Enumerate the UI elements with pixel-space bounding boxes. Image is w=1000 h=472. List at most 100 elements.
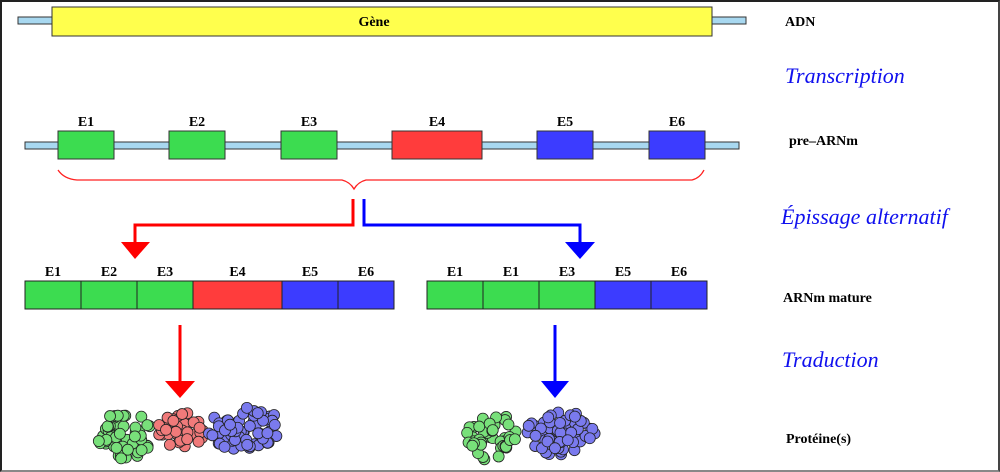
pre-mrna-exon-e5: [536, 130, 594, 160]
protein-domain-blue-residue: [561, 434, 574, 447]
step-transcription: Transcription: [785, 63, 905, 88]
mature-exon-label: E6: [671, 265, 687, 280]
pre-mrna-exon-e1: [57, 130, 115, 160]
pre-mrna-exon-label: E6: [669, 115, 685, 130]
red-translation-arrowhead: [165, 381, 195, 398]
mature-mrna-left: E1 E2 E3 E4 E5 E6: [24, 265, 395, 310]
pre-mrna-exon-label: E1: [78, 115, 94, 130]
dna-row: Gène: [17, 6, 747, 37]
protein-domain-green-residue: [110, 441, 123, 454]
mature-exon-e1: [426, 280, 484, 310]
protein-domain-green-residue: [101, 420, 114, 433]
mature-exon-e6: [337, 280, 395, 310]
protein-domain-blue-residue: [541, 435, 554, 448]
protein-domain-blue-residue: [206, 429, 219, 442]
pre-mrna-exon-label: E4: [429, 115, 445, 130]
pre-mrna-exon-label: E3: [301, 115, 317, 130]
red-arrowhead: [121, 242, 150, 259]
pre-mrna-label: pre–ARNm: [789, 134, 858, 149]
protein-domain-blue-residue: [568, 410, 581, 423]
mature-exon-label: E6: [358, 265, 374, 280]
protein-domain-green-residue: [466, 439, 479, 452]
protein-domain-red-residue: [193, 421, 206, 434]
pre-mrna-exon-e4: [391, 130, 483, 160]
protein-domain-green-residue: [492, 450, 505, 463]
protein-domain-red-residue: [192, 435, 205, 448]
protein-domain-red-residue: [181, 433, 194, 446]
mature-exon-label: E2: [101, 265, 117, 280]
protein-domain-blue-residue: [218, 440, 231, 453]
mature-exon-label: E1: [503, 265, 519, 280]
gene-box: [51, 6, 713, 37]
mature-mrna-label: ARNm mature: [783, 291, 872, 306]
protein-domain-green-residue: [115, 452, 128, 465]
protein-domain-green-residue: [509, 433, 521, 446]
dna-label: ADN: [785, 15, 815, 30]
mature-exon-label: E3: [559, 265, 575, 280]
mature-exon-label: E3: [157, 265, 173, 280]
protein-domain-blue-residue: [268, 419, 281, 431]
protein-domain-blue-residue: [583, 432, 596, 445]
protein-right: [461, 406, 601, 466]
mature-mrna-right: E1 E1 E3 E5 E6: [426, 265, 708, 310]
gene-label: Gène: [358, 15, 389, 30]
protein-domain-green-residue: [128, 430, 141, 443]
protein-domain-green-residue: [473, 420, 486, 433]
protein-domain-green-residue: [92, 435, 105, 447]
blue-translation-arrowhead: [541, 381, 569, 398]
pre-mrna-row: E1 E2 E3 E4 E5 E6: [24, 115, 740, 160]
pre-mrna-exon-e6: [648, 130, 706, 160]
step-splicing: Épissage alternatif: [780, 204, 951, 229]
mature-exon-e1: [482, 280, 540, 310]
protein-domain-blue-residue: [554, 417, 566, 429]
mature-exon-e6: [650, 280, 708, 310]
protein-domain-green-residue: [104, 410, 116, 422]
mature-exon-e4: [192, 280, 283, 310]
pre-mrna-exon-e2: [168, 130, 226, 160]
mature-exon-e3: [136, 280, 194, 310]
mature-exon-label: E4: [229, 265, 245, 280]
protein-domain-green-residue: [502, 418, 515, 431]
protein-domain-green-residue: [141, 419, 154, 432]
mature-exon-e3: [538, 280, 596, 310]
protein-domain-blue-residue: [240, 401, 253, 414]
pre-mrna-exon-label: E2: [189, 115, 205, 130]
protein-domain-green-residue: [486, 424, 499, 436]
protein-domain-red-residue: [163, 438, 176, 451]
protein-domain-blue-residue: [243, 420, 256, 432]
mature-exon-label: E5: [302, 265, 318, 280]
protein-domain-green-residue: [114, 427, 126, 440]
pre-mrna-exon-label: E5: [557, 115, 573, 130]
protein-domain-red-residue: [167, 414, 180, 427]
blue-arrowhead: [565, 242, 595, 259]
protein-domain-green-residue: [121, 443, 134, 456]
protein-domain-green-residue: [135, 410, 148, 423]
mature-exon-label: E5: [615, 265, 631, 280]
blue-splice-path: [362, 199, 582, 242]
protein-domain-red-residue: [176, 408, 188, 420]
protein-domain-blue-residue: [549, 442, 561, 455]
protein-label: Protéine(s): [786, 432, 851, 447]
mature-exon-label: E1: [45, 265, 61, 280]
step-translation: Traduction: [782, 347, 879, 372]
protein-left: [92, 401, 283, 465]
protein-domain-blue-residue: [251, 407, 264, 420]
pre-mrna-exon-e3: [280, 130, 338, 160]
protein-domain-blue-residue: [522, 419, 535, 432]
mature-exon-e1: [24, 280, 82, 310]
mature-exon-label: E1: [447, 265, 463, 280]
mature-exon-e5: [594, 280, 652, 310]
red-splice-path: [133, 199, 355, 242]
protein-domain-blue-residue: [529, 429, 542, 442]
protein-domain-blue-residue: [241, 438, 254, 451]
mature-exon-e2: [80, 280, 138, 310]
protein-domain-red-residue: [169, 425, 182, 438]
protein-domain-green-residue: [135, 444, 148, 457]
protein-domain-red-residue: [160, 423, 172, 436]
pre-mrna-strand: [24, 141, 740, 150]
mature-exon-e5: [281, 280, 339, 310]
protein-domain-blue-residue: [224, 418, 236, 431]
protein-domain-blue-residue: [542, 411, 555, 424]
